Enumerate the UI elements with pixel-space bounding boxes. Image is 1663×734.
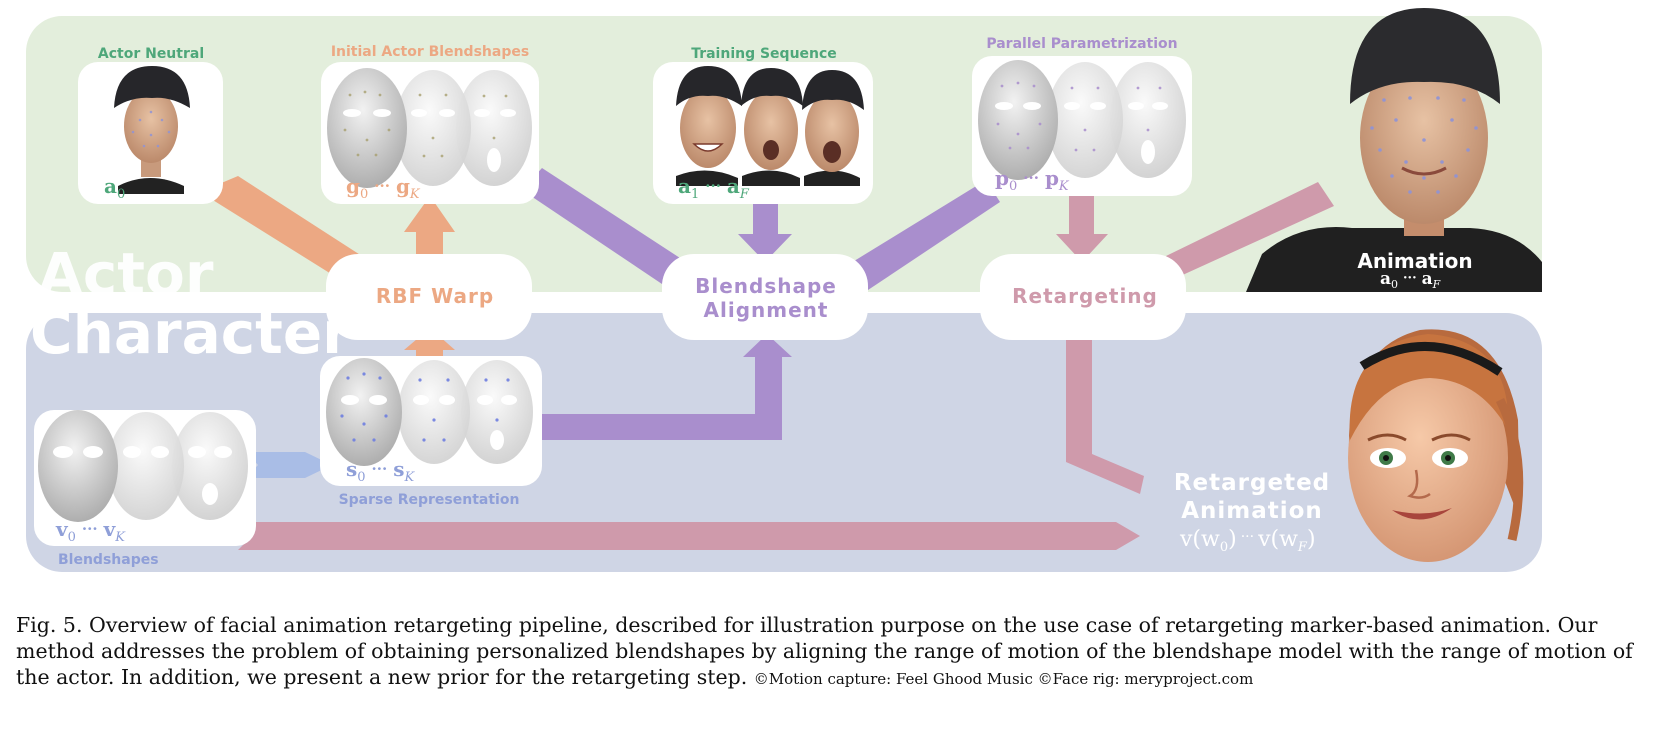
- pipeline-diagram: Actor Character RBF Warp Blendshape Alig…: [26, 8, 1542, 572]
- figure-caption: Fig. 5. Overview of facial animation ret…: [16, 612, 1656, 692]
- character-face: [1348, 329, 1524, 562]
- caption-credit: ©Motion capture: Feel Ghood Music ©Face …: [753, 670, 1254, 688]
- retargeted-title-1: Retargeted: [1174, 470, 1330, 496]
- sparse-label: s0···sK: [346, 457, 415, 485]
- animation-label: a0···aF: [1380, 269, 1441, 291]
- parallel-param-masks: [978, 60, 1186, 180]
- animation-photo: [1246, 8, 1542, 292]
- actor-neutral-face: [114, 66, 190, 194]
- arrow-alignment-to-parallel: [846, 180, 1000, 290]
- arrow-training-to-alignment: [738, 194, 792, 262]
- sparse-masks: [326, 358, 533, 466]
- retargeting-node: [980, 254, 1186, 340]
- blendshapes-label: v0···vK: [55, 517, 126, 545]
- arrow-blendshapes-to-output: [238, 522, 1140, 550]
- rbf-warp-node: [326, 254, 532, 340]
- initial-blendshapes-title: Initial Actor Blendshapes: [331, 44, 529, 60]
- arrow-parallel-to-retarget: [1056, 188, 1108, 262]
- actor-band-label: Actor: [38, 240, 214, 308]
- training-sequence-faces: [676, 66, 864, 186]
- rbf-warp-label: RBF Warp: [376, 284, 494, 308]
- parallel-param-label: p0···pK: [995, 166, 1070, 194]
- arrow-sparse-to-rbf: [404, 328, 455, 364]
- actor-neutral-label: a0: [104, 174, 125, 202]
- initial-blendshapes-masks: [327, 68, 532, 188]
- alignment-node: [662, 254, 868, 340]
- arrow-neutral-to-rbf: [200, 176, 365, 282]
- initial-blendshapes-label: g0···gK: [346, 174, 421, 202]
- retargeting-label: Retargeting: [1012, 284, 1158, 308]
- arrow-retarget-to-output: [1066, 330, 1144, 494]
- blendshapes-title: Blendshapes: [58, 552, 159, 568]
- actor-neutral-title: Actor Neutral: [98, 46, 204, 62]
- arrow-sparse-to-alignment: [530, 334, 792, 440]
- animation-title: Animation: [1357, 249, 1472, 273]
- training-sequence-title: Training Sequence: [691, 46, 837, 62]
- sparse-title: Sparse Representation: [339, 492, 520, 508]
- retargeted-title-2: Animation: [1181, 498, 1323, 524]
- arrow-rbf-to-initial: [404, 196, 455, 266]
- caption-lead: Fig. 5. Overview of facial animation ret…: [16, 613, 1633, 689]
- training-sequence-label: a1···aF: [678, 174, 750, 202]
- alignment-label-1: Blendshape: [695, 274, 837, 298]
- alignment-label-2: Alignment: [704, 298, 829, 322]
- blendshapes-masks: [38, 410, 248, 522]
- arrow-blendshapes-to-sparse: [246, 452, 332, 478]
- arrow-animation-to-retarget: [1166, 182, 1334, 278]
- character-band-label: Character: [30, 299, 351, 367]
- arrow-initial-to-alignment: [522, 168, 680, 284]
- parallel-param-title: Parallel Parametrization: [986, 36, 1177, 52]
- retargeted-label: v(w0)···v(wF): [1179, 527, 1316, 555]
